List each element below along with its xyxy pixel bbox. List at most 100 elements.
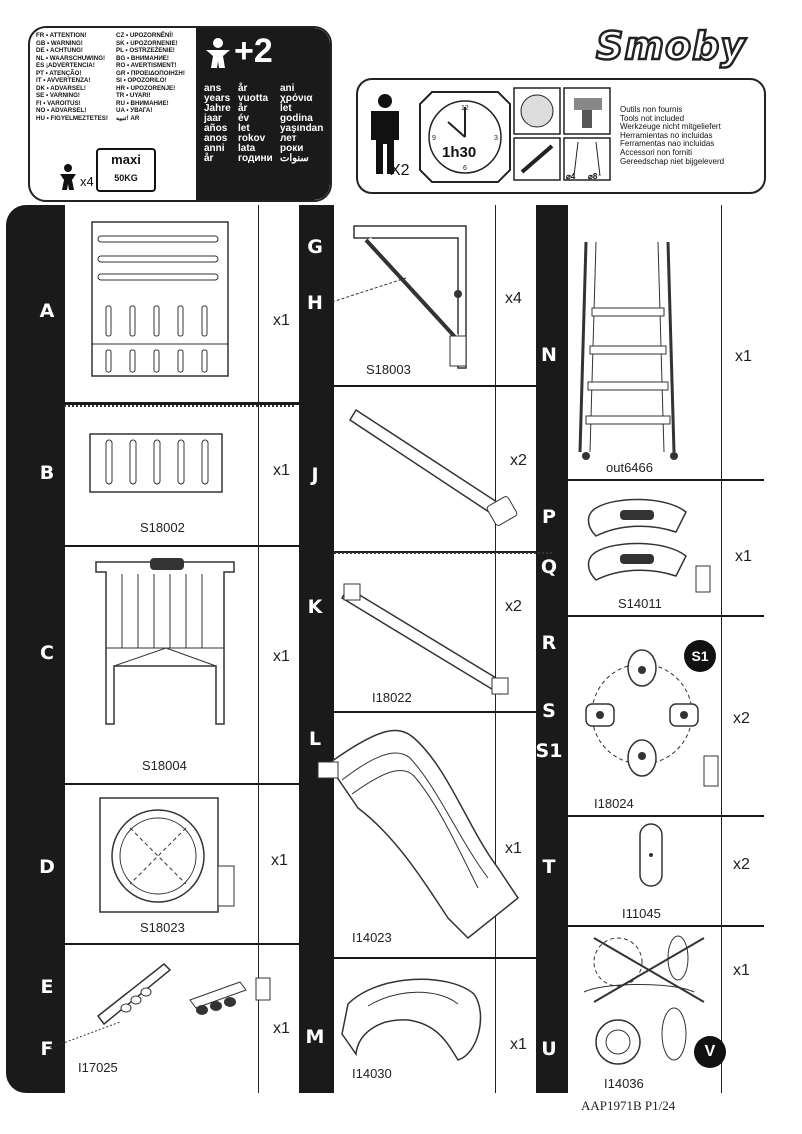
warning-panel: FR • ATTENTION!GB • WARNING!DE • ACHTUNG… [28,26,332,202]
age-word: lata [238,143,256,154]
tools-text-line: Tools not included [620,113,685,123]
part-cell-u [568,927,764,1093]
qty-divider-1 [258,205,259,1093]
part-letter-p: P [542,506,556,528]
badge-v: V [694,1036,726,1068]
drill-size-4: ⌀4 [566,172,576,181]
page-footer: AAP1971B P1/24 [581,1098,676,1113]
age-word: ans [204,83,222,94]
warning-line: HR • UPOZORENJE! [116,84,176,92]
qty-ef: x1 [273,1020,290,1037]
part-t-cap-drawing [639,823,663,887]
warning-line: TR • UYARI! [116,92,151,99]
dotted-separator-ab [64,405,294,407]
warning-line: SI • OPOZORILO! [116,77,167,84]
drill-size-8: ⌀8 [588,172,598,181]
tools-text-line: Herramientas no incluidas [620,130,713,140]
code-rs: I18024 [594,796,634,811]
children-count: x4 [80,174,94,189]
warning-line: PT • ATENÇÃO! [36,69,82,77]
age-word: let [280,103,292,114]
code-n: out6466 [606,460,653,475]
age-word: χρόνια [280,93,313,104]
qty-rs: x2 [733,710,750,727]
children-icon [60,164,76,190]
warning-line: HU • FIGYELMEZTETES! [36,114,108,122]
code-m: I14030 [352,1066,392,1081]
warning-line: تنبيه! AR [116,114,140,122]
age-word: anos [204,133,228,144]
age-word: Jahre [204,103,231,114]
warning-line: GB • WARNING! [36,39,83,47]
warning-line: CZ • UPOZORNĚNÍ! [116,32,174,39]
adult-figure-icon [371,94,399,174]
svg-text:9: 9 [432,135,436,142]
qty-pq: x1 [735,548,752,565]
qty-gh: x4 [505,290,522,307]
warning-line: RU • ВНИМАНИЕ! [116,99,169,107]
part-letter-t: T [542,856,556,878]
age-word: år [238,103,248,114]
warning-line: ES ¡ADVERTENCIA! [36,62,95,69]
age-word: години [238,153,273,164]
warning-line: NO • ADVARSEL! [36,107,87,114]
age-word: vuotta [238,93,268,104]
code-c: S18004 [142,758,187,773]
warning-line: DK • ADVARSEL! [36,84,86,92]
svg-text:12: 12 [461,105,469,112]
code-gh: S18003 [366,362,411,377]
qty-u: x1 [733,962,750,979]
qty-t: x2 [733,856,750,873]
part-letter-r: R [541,632,557,654]
code-l: I14023 [352,930,392,945]
part-letter-l: L [308,728,322,750]
qty-j: x2 [510,452,527,469]
tools-text-line: Accessori non forniti [620,147,693,157]
qty-divider-2 [495,205,496,1093]
part-letter-e: E [40,976,54,998]
maxi-label: maxi [111,152,141,167]
warning-line: SK • UPOZORNENIE! [116,39,178,47]
age-word: év [238,113,250,124]
code-pq: S14011 [618,596,662,611]
tools-text-line: Gereedschap niet bijgeleverd [620,156,725,166]
part-letter-n: N [541,344,557,366]
svg-text:3: 3 [494,135,498,142]
part-pq-handles-drawing [587,498,711,593]
code-t: I11045 [622,906,661,921]
code-ef: I17025 [78,1060,118,1075]
code-b: S18002 [140,520,185,535]
warning-list-left: FR • ATTENTION!GB • WARNING!DE • ACHTUNG… [36,32,108,122]
part-ef-bar-drawing [49,962,271,1049]
part-letter-f: F [40,1038,54,1060]
part-n-ladder-drawing [578,241,678,460]
part-letter-d: D [39,856,55,878]
tools-text-line: Outils non fournis [620,105,683,114]
time-label: 1h30 [442,144,477,161]
clock-icon: 123 69 [419,91,511,183]
part-letter-m: M [305,1026,325,1048]
warning-line: FI • VAROITUS! [36,99,81,107]
part-letter-g: G [307,236,323,258]
warning-line: NL • WAARSCHUWING! [36,54,106,62]
age-word: år [204,153,214,164]
qty-a: x1 [273,312,290,329]
part-a-panel-drawing [91,221,229,377]
warning-line: GR • ΠΡΟΕΙΔΟΠΟΙΗΣΗ! [116,69,185,77]
weight-label: 50KG [114,173,138,183]
qty-c: x1 [273,648,290,665]
qty-m: x1 [510,1036,527,1053]
warning-line: IT • AVVERTENZA! [36,77,91,84]
age-word: jaar [204,113,222,124]
part-c-frame-drawing [95,558,235,725]
code-u: I14036 [604,1076,644,1091]
part-b-panel-drawing [89,433,223,493]
part-j-tube-drawing [348,408,518,526]
part-d-window-drawing [99,797,235,913]
part-letter-s: S [542,700,556,722]
warning-line: FR • ATTENTION! [36,32,87,39]
